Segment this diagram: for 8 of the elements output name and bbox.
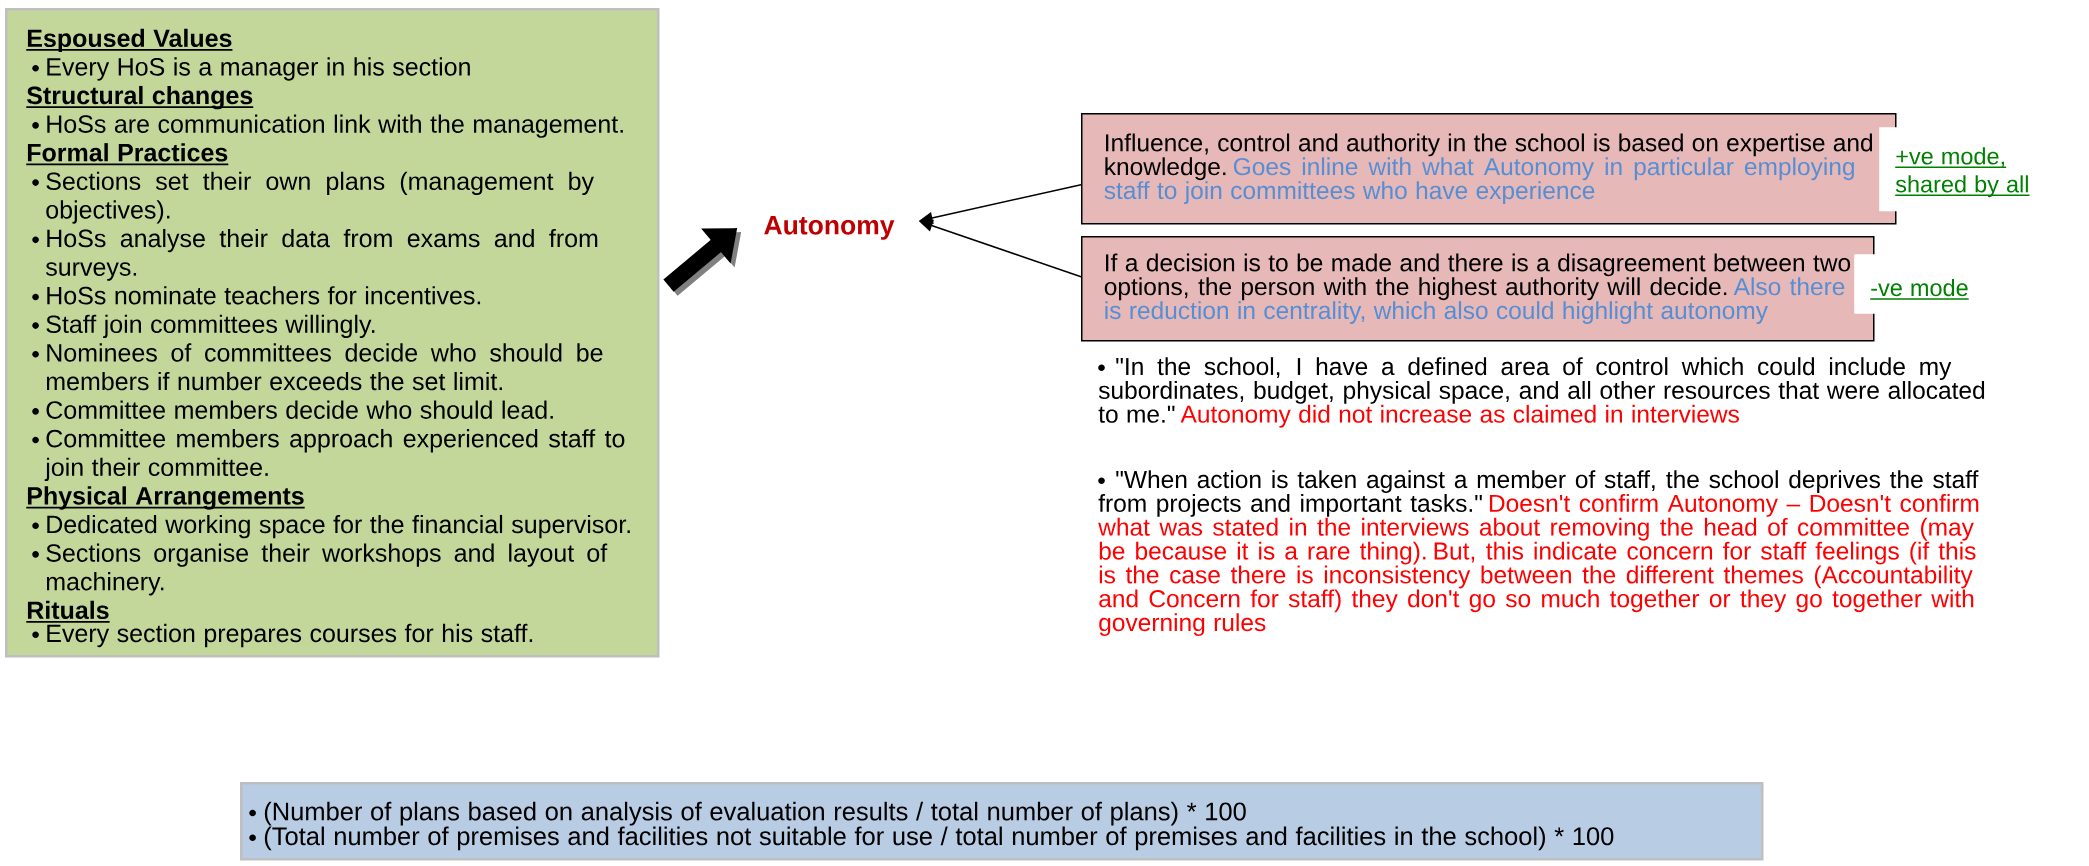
theme-text: Autonomy (764, 216, 895, 240)
statement-box: Influence, control and authority in the school is based on expertise and knowledge. Goes inline with what Autonomy in particular employing staff to join committees who have experience (1081, 113, 1897, 225)
text-panel: Espoused Values Every HoS is a manager in his section Structural changes HoSs are communication link with the management. Formal Practices Sections set their own plans (management by objectives). HoSs analyse their data from exams and from surveys. HoSs nominate teachers for incentives. Staff join committees willingly. Nominees of committees decide who should be members if number exceeds the set limit. Committee members decide who should lead. Committee members approach experienced staff to join their committee. Physical Arrangements Dedicated working space for the financial supervisor. Sections organise their workshops and layout of machinery. Rituals Every section prepares courses for his staff. (5, 8, 660, 658)
quote-text: "In the school, I have a defined area of control which could include my subordinates, budget, physical space, and all other resources that were allocated to me." Autonomy did not increase as claimed in interviews (1098, 357, 1985, 428)
indicator-box: (Number of plans based on analysis of evaluation results / total number of plans) * 100 (Total number of premises and facilities not suitable for use / total number of premises and facilities in the school) * 100 (240, 782, 1764, 861)
mode-note: -ve mode (1854, 254, 1985, 314)
mode-note: +ve mode, shared by all (1879, 127, 2046, 212)
quote-text: "When action is taken against a member of staff, the school deprives the staff from projects and important tasks." Doesn't confirm Autonomy – Doesn't confirm what was stated in the interviews about removing the head of committee (may be because it is a rare thing). But, this indicate concern for staff feelings (if this is the case there is inconsistency between the different themes (Accountability and Concern for staff) they don't go so much together or they go together with governing rules (1098, 470, 1979, 637)
